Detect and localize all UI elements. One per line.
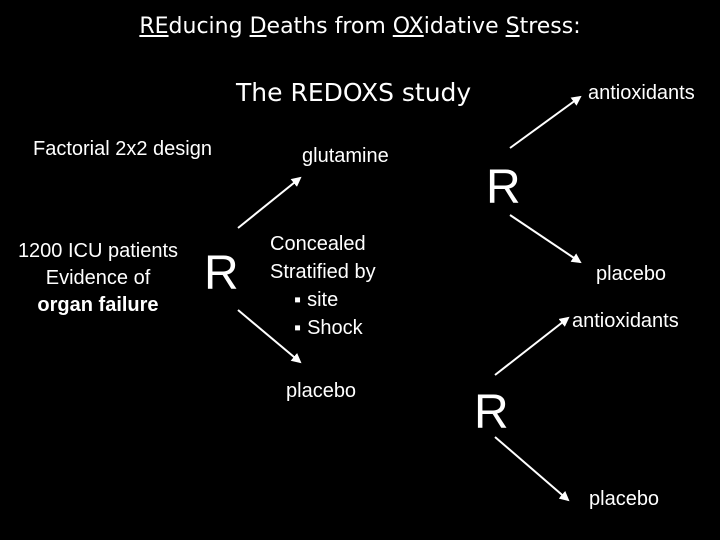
randomization-lower: R [474, 386, 509, 439]
lower-placebo: placebo [589, 488, 660, 510]
slide-title: REducing Deaths from OXidative Stress: [0, 14, 720, 39]
title-part: D [249, 14, 267, 39]
title-part: RE [139, 14, 169, 39]
upper-placebo: placebo [596, 263, 667, 285]
arm-glutamine: glutamine [302, 145, 389, 167]
arrow-upper-to-placebo [509, 214, 582, 264]
method-block: Concealed Stratified by site Shock [270, 230, 376, 342]
title-part: tress: [519, 14, 581, 39]
study-subtitle: The REDOXS study [236, 78, 472, 107]
design-label: Factorial 2x2 design [33, 138, 212, 160]
title-part: eaths from [266, 14, 393, 39]
arrow-upper-to-antioxidants [509, 95, 582, 149]
population-line1: 1200 ICU patients [17, 240, 179, 262]
lower-antioxidants: antioxidants [572, 310, 679, 332]
arrow-to-placebo [237, 309, 302, 364]
method-bullet-shock: Shock [270, 314, 376, 342]
upper-antioxidants: antioxidants [588, 82, 695, 104]
title-part: ducing [168, 14, 250, 39]
arm-placebo: placebo [286, 380, 357, 402]
randomization-upper: R [486, 161, 521, 214]
randomization-first: R [204, 247, 239, 300]
arrow-lower-to-antioxidants [494, 316, 570, 376]
method-line1: Concealed [270, 233, 366, 255]
title-part: OX [392, 14, 424, 39]
title-part: S [505, 14, 520, 39]
arrow-to-glutamine [237, 176, 302, 229]
method-line2: Stratified by [270, 261, 376, 283]
population-line3: organ failure [37, 294, 159, 316]
population-block: 1200 ICU patients Evidence of organ fail… [8, 238, 188, 319]
title-part: idative [423, 14, 506, 39]
population-line2: Evidence of [45, 267, 151, 289]
arrow-lower-to-placebo [494, 436, 570, 502]
method-bullet-site: site [270, 286, 376, 314]
